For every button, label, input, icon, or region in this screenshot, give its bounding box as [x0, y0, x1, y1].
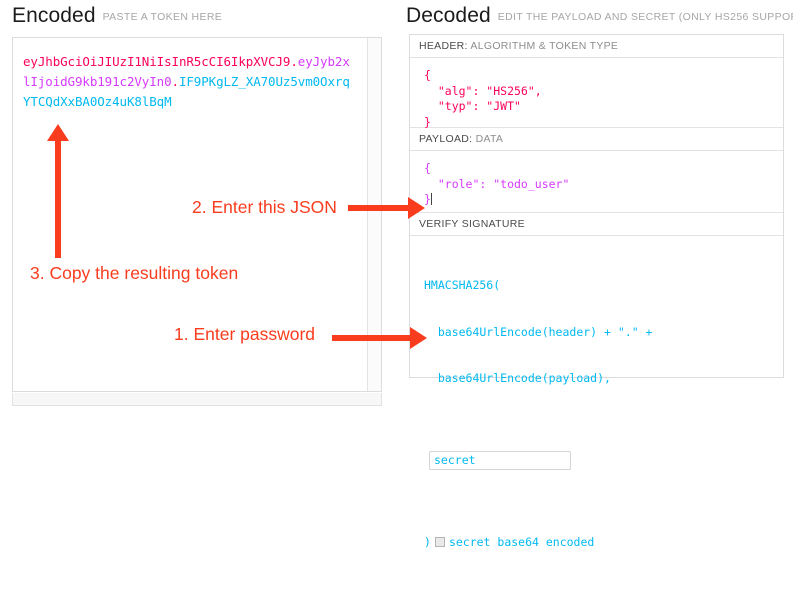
encoded-token-text[interactable]: eyJhbGciOiJIUzI1NiIsInR5cCI6IkpXVCJ9.eyJ…: [23, 52, 353, 112]
annotation-step-3-text: 3. Copy the resulting token: [30, 263, 239, 283]
payload-json-text: { "role": "todo_user" }: [424, 161, 570, 206]
header-label-key: HEADER:: [419, 40, 468, 52]
payload-label-key: PAYLOAD:: [419, 133, 473, 145]
header-json-editor[interactable]: { "alg": "HS256", "typ": "JWT" }: [410, 58, 783, 129]
encoded-title: Encoded: [12, 4, 96, 27]
payload-label-value: DATA: [475, 133, 504, 145]
hmac-line-1: HMACSHA256(: [424, 278, 501, 292]
encoded-heading: Encoded PASTE A TOKEN HERE: [12, 4, 222, 28]
annotation-step-2-arrow-icon: [348, 197, 426, 219]
base64-row: ) secret base64 encoded: [424, 535, 783, 551]
header-label-value: ALGORITHM & TOKEN TYPE: [470, 40, 619, 52]
secret-row: [424, 420, 783, 501]
decoded-heading: Decoded EDIT THE PAYLOAD AND SECRET (ONLY…: [406, 4, 793, 28]
signature-label-key: VERIFY SIGNATURE: [419, 218, 525, 230]
hmac-line-3: base64UrlEncode(payload),: [424, 371, 611, 385]
token-payload-segment: eyJyb2xlIjoidG9kb191c2VyIn0: [23, 54, 350, 89]
token-signature-segment: IF9PKgLZ_XA70Uz5vm0OxrqYTCQdXxBA0Oz4uK8l…: [23, 74, 350, 109]
token-header-segment: eyJhbGciOiJIUzI1NiIsInR5cCI6IkpXVCJ9: [23, 54, 291, 69]
decoded-title: Decoded: [406, 4, 491, 27]
header-section-label: HEADER: ALGORITHM & TOKEN TYPE: [410, 35, 783, 58]
encoded-scrollbar[interactable]: [367, 38, 381, 391]
encoded-panel-footer: [12, 393, 382, 406]
annotation-step-1-text: 1. Enter password: [174, 324, 316, 344]
text-caret: [430, 193, 432, 205]
secret-input[interactable]: [429, 450, 571, 470]
closing-paren: ): [424, 534, 431, 549]
payload-section-label: PAYLOAD: DATA: [410, 128, 783, 151]
payload-json-editor[interactable]: { "role": "todo_user" }: [410, 151, 783, 213]
base64-encoded-label: secret base64 encoded: [448, 534, 595, 549]
annotation-step-3-arrow-up-icon: [47, 124, 69, 258]
decoded-subtitle: EDIT THE PAYLOAD AND SECRET (ONLY HS256 …: [497, 11, 793, 23]
token-separator-1: .: [290, 54, 298, 69]
annotation-step-1-arrow-icon: [332, 327, 427, 349]
encoded-subtitle: PASTE A TOKEN HERE: [102, 11, 223, 23]
encoded-token-textarea[interactable]: eyJhbGciOiJIUzI1NiIsInR5cCI6IkpXVCJ9.eyJ…: [12, 37, 382, 392]
annotation-step-2-text: 2. Enter this JSON: [192, 197, 337, 217]
decoded-panel: HEADER: ALGORITHM & TOKEN TYPE { "alg": …: [409, 34, 784, 549]
signature-section-label: VERIFY SIGNATURE: [410, 213, 783, 236]
signature-editor: HMACSHA256( base64UrlEncode(header) + ".…: [410, 236, 783, 591]
base64-encoded-checkbox[interactable]: [434, 537, 445, 548]
token-separator-2: .: [171, 74, 180, 89]
hmac-line-2: base64UrlEncode(header) + "." +: [424, 324, 653, 339]
